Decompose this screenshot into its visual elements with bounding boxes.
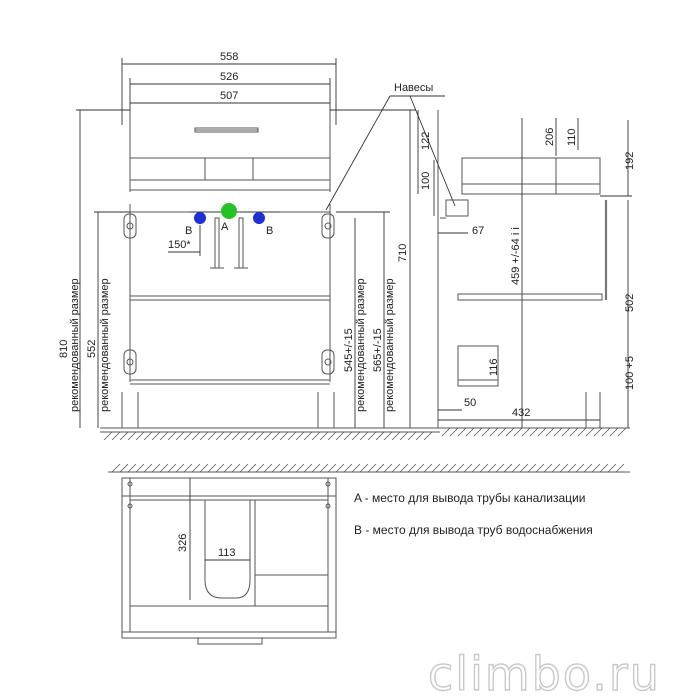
dim-502: 502 xyxy=(624,294,636,312)
label-b-left: B xyxy=(185,225,192,237)
label-a: A xyxy=(221,221,229,233)
vanity-side: 502 116 100 +5 50 432 xyxy=(438,200,636,428)
hanger-bracket: 122 100 67 xyxy=(417,110,484,237)
rec-size-552: рекомендованный размер xyxy=(99,278,111,412)
height-dimensions-right: 545+/-15 рекомендованный размер 565+/-15… xyxy=(330,109,416,428)
dim-110: 110 xyxy=(566,128,578,146)
hangers-leader: Навесы xyxy=(325,82,456,211)
rec-size-565: рекомендованный размер xyxy=(384,278,396,412)
dim-432: 432 xyxy=(512,407,530,419)
hinge-icon xyxy=(321,349,335,375)
dim-545: 545+/-15 xyxy=(343,328,355,372)
hinge-icon xyxy=(123,213,137,239)
point-b-marker xyxy=(194,212,206,224)
label-naves: Навесы xyxy=(394,82,433,94)
mirror-cabinet xyxy=(129,110,331,192)
dim-552: 552 xyxy=(86,340,98,358)
dim-507: 507 xyxy=(220,90,238,102)
label-b-right: B xyxy=(266,225,273,237)
dim-326: 326 xyxy=(177,534,189,552)
dim-100-bracket: 100 xyxy=(420,172,432,190)
watermark: climbo.ru xyxy=(428,647,661,700)
dim-116: 116 xyxy=(488,358,500,376)
dim-710: 710 xyxy=(397,244,409,262)
dim-558: 558 xyxy=(220,51,238,63)
plan-view: 326 113 A - место для вывода трубы канал… xyxy=(108,463,630,645)
front-view: 558 526 507 xyxy=(58,51,456,441)
floor-hatch-front xyxy=(100,427,440,441)
dim-122: 122 xyxy=(420,132,432,150)
outlet-points: A B B 150* xyxy=(168,203,280,256)
width-dimensions: 558 526 507 xyxy=(121,51,337,125)
dim-810: 810 xyxy=(58,340,70,358)
legend-b: B - место для вывода труб водоснабжения xyxy=(354,523,593,537)
cabinet-plan: 326 113 xyxy=(121,477,337,645)
dim-150: 150* xyxy=(168,239,191,251)
side-view: 122 100 67 206 110 192 459 +/-64 i i xyxy=(417,110,636,437)
dim-113: 113 xyxy=(218,547,236,559)
dim-192: 192 xyxy=(624,152,636,170)
rec-size-545: рекомендованный размер xyxy=(355,278,367,412)
shelf-side: 206 110 192 459 +/-64 i i xyxy=(461,118,636,428)
point-a-marker xyxy=(221,203,237,219)
dim-526: 526 xyxy=(220,71,238,83)
rec-size-810: рекомендованный размер xyxy=(69,278,81,412)
dim-67: 67 xyxy=(472,225,484,237)
dim-100-plus5: 100 +5 xyxy=(624,356,636,390)
hinge-icon xyxy=(123,349,137,375)
floor-hatch-side xyxy=(438,427,630,437)
vanity-cabinet xyxy=(121,204,335,428)
hinge-icon xyxy=(321,213,335,239)
legend: A - место для вывода трубы канализации B… xyxy=(354,491,593,537)
legend-a: A - место для вывода трубы канализации xyxy=(354,491,585,505)
point-b-marker xyxy=(253,212,265,224)
height-dimensions-left: 810 рекомендованный размер 552 рекомендо… xyxy=(58,109,130,428)
dim-206: 206 xyxy=(544,128,556,146)
dim-50: 50 xyxy=(464,397,476,409)
dim-565: 565+/-15 xyxy=(372,328,384,372)
dim-459: 459 +/-64 i i xyxy=(510,227,522,285)
